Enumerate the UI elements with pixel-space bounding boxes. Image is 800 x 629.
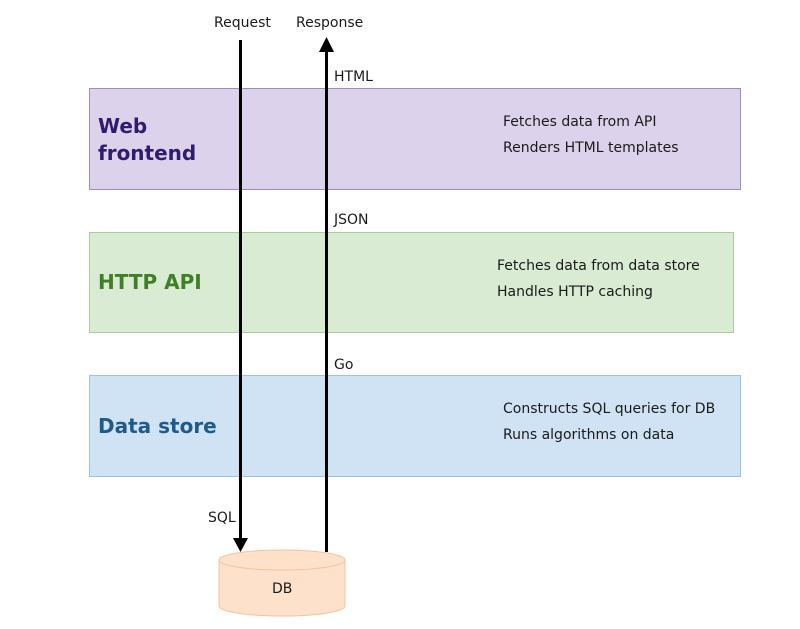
response-arrow-head [319,37,334,52]
request-arrow-head [233,538,248,552]
request-arrow [233,40,248,552]
format-label-json: JSON [334,212,369,228]
layer-title: Web frontend [98,113,196,167]
layer-description: Fetches data from API Renders HTML templ… [503,109,679,161]
format-label-html: HTML [334,69,373,85]
layer-title-line: Data store [98,414,217,438]
database-cylinder [218,549,346,617]
layer-web-frontend: Web frontend Fetches data from API Rende… [89,88,741,190]
response-arrow [319,37,334,552]
layer-description: Fetches data from data store Handles HTT… [497,253,700,305]
database-top [218,549,346,571]
description-line: Constructs SQL queries for DB [503,401,716,417]
database-body [218,559,346,617]
layer-data-store: Data store Constructs SQL queries for DB… [89,375,741,477]
layer-title-line: Web [98,114,148,138]
sql-label: SQL [208,510,236,526]
layer-title: HTTP API [98,269,202,296]
format-label-go: Go [334,357,354,373]
layer-description: Constructs SQL queries for DB Runs algor… [503,396,715,448]
description-line: Handles HTTP caching [497,284,653,300]
request-label: Request [214,15,271,31]
layer-title: Data store [98,413,217,440]
layer-http-api: HTTP API Fetches data from data store Ha… [89,232,734,333]
description-line: Fetches data from API [503,114,657,130]
description-line: Runs algorithms on data [503,427,675,443]
layer-title-line: HTTP API [98,270,202,294]
response-label: Response [296,15,364,31]
description-line: Fetches data from data store [497,258,700,274]
description-line: Renders HTML templates [503,140,679,156]
database-label: DB [272,581,293,597]
layer-title-line: frontend [98,141,197,165]
